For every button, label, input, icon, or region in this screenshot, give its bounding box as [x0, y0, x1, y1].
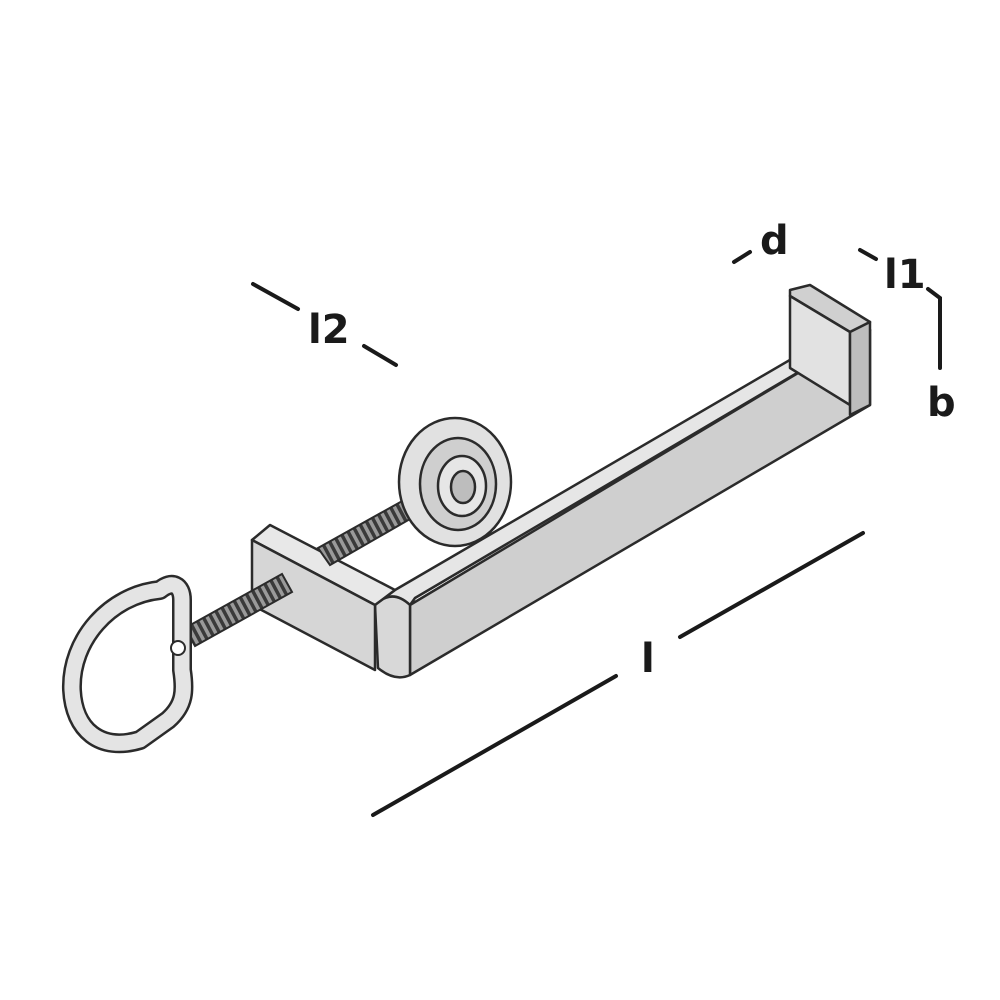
label-l2: l2 — [308, 307, 350, 353]
label-l1: l1 — [884, 252, 926, 298]
dimension-line-l-upper — [678, 531, 865, 639]
dimension-line-d — [732, 250, 752, 264]
d-handle — [61, 574, 194, 754]
dimension-line-l-lower — [371, 674, 618, 817]
dimension-line-l2-left — [251, 282, 300, 311]
label-b: b — [927, 380, 956, 426]
dimension-line-l1 — [858, 248, 878, 261]
label-d: d — [760, 218, 789, 264]
dimension-lines — [251, 248, 942, 817]
dimension-line-l2-right — [362, 344, 398, 367]
dimension-line-b — [926, 287, 942, 370]
clamp-left-jaw — [250, 523, 397, 672]
clamp-body — [373, 283, 872, 679]
pressure-pad — [397, 416, 513, 548]
label-l: l — [641, 636, 655, 682]
